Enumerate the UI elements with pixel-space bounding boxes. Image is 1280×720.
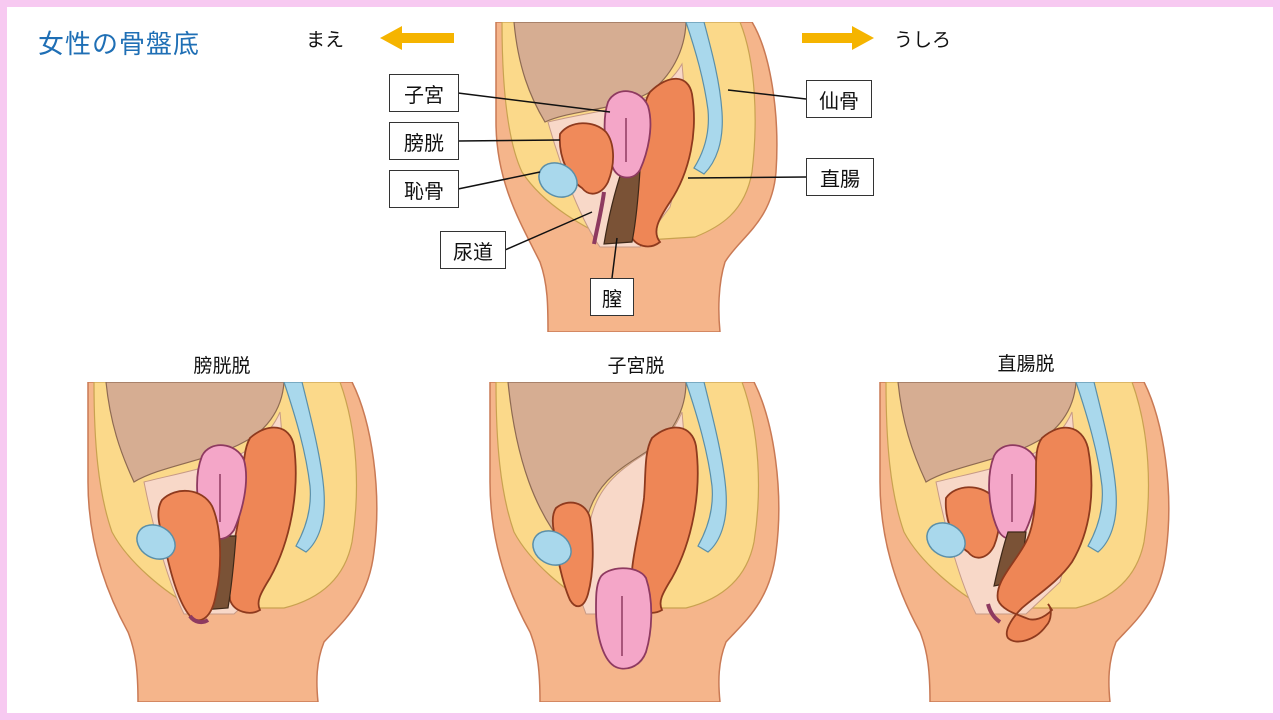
pelvic-floor-normal-diagram <box>495 22 778 332</box>
label-sacrum: 仙骨 <box>806 80 872 118</box>
label-bladder: 膀胱 <box>389 122 459 160</box>
arrow-left-icon <box>380 26 454 50</box>
page-title: 女性の骨盤底 <box>38 30 201 60</box>
direction-back-label: うしろ <box>894 29 952 51</box>
direction-front-label: まえ <box>306 29 345 51</box>
arrow-right-icon <box>802 26 874 50</box>
caption-rectal-prolapse: 直腸脱 <box>997 353 1055 375</box>
uterine-prolapse-diagram <box>489 382 780 702</box>
label-uterus: 子宮 <box>389 74 459 112</box>
bladder-prolapse-diagram <box>87 382 378 702</box>
caption-bladder-prolapse: 膀胱脱 <box>193 355 251 377</box>
label-pubis: 恥骨 <box>389 170 459 208</box>
label-urethra: 尿道 <box>440 231 506 269</box>
caption-uterine-prolapse: 子宮脱 <box>607 355 665 377</box>
label-rectum: 直腸 <box>806 158 874 196</box>
rectal-prolapse-diagram <box>879 382 1170 702</box>
label-vagina: 膣 <box>590 278 634 316</box>
